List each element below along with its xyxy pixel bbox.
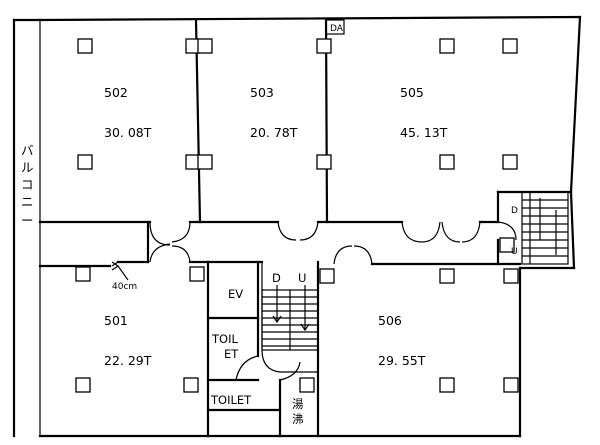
column [439, 268, 455, 284]
outer-walls [38, 15, 582, 438]
toilet-label-line1: TOIL [211, 332, 238, 346]
room-506: 506 29. 55T [378, 313, 426, 368]
column [439, 154, 455, 170]
room-501: 501 22. 29T [104, 313, 152, 368]
balcony-char: ー [21, 213, 34, 228]
column [316, 38, 332, 54]
balcony [12, 18, 42, 438]
room-502: 502 30. 08T [104, 85, 152, 140]
column [499, 237, 515, 253]
balcony-char: コ [21, 177, 34, 192]
toilet-label: TOILET [210, 393, 252, 407]
room-area: 45. 13T [400, 125, 448, 140]
room-area: 29. 55T [378, 353, 426, 368]
balcony-char: ル [21, 160, 34, 175]
balcony-label: バ ル コ ニ ー [21, 143, 34, 228]
toilet-label-line2: ET [224, 347, 239, 361]
interior-walls [38, 17, 573, 438]
column [189, 266, 205, 282]
columns [75, 38, 519, 393]
room-area: 22. 29T [104, 353, 152, 368]
room-503: 503 20. 78T [250, 85, 298, 140]
balcony-char: ニ [21, 194, 34, 209]
column [439, 377, 455, 393]
room-number: 502 [104, 85, 128, 100]
kettle-label-line2: 沸 [292, 412, 304, 426]
room-number: 505 [400, 85, 424, 100]
column [299, 377, 315, 393]
da-box: DA [325, 19, 345, 35]
stair-up-label: U [298, 271, 306, 285]
doors [149, 221, 517, 381]
ev-label: EV [228, 287, 243, 301]
column [439, 38, 455, 54]
room-number: 506 [378, 313, 402, 328]
column [75, 266, 91, 282]
da-label: DA [330, 24, 344, 34]
stair-down-label: D [272, 271, 281, 285]
column [502, 38, 518, 54]
column [197, 38, 213, 54]
room-number: 501 [104, 313, 128, 328]
balcony-char: バ [21, 143, 34, 158]
column [503, 377, 519, 393]
room-number: 503 [250, 85, 274, 100]
column [503, 268, 519, 284]
side-stair [521, 191, 569, 265]
column [319, 268, 335, 284]
room-505: 505 45. 13T [400, 85, 448, 140]
column [197, 154, 213, 170]
side-stair-up-label: U [511, 247, 518, 257]
room-area: 20. 78T [250, 125, 298, 140]
column [316, 154, 332, 170]
kettle-label-line1: 湯 [292, 397, 304, 411]
column [75, 377, 91, 393]
column [183, 377, 199, 393]
dimension-label: 40cm [112, 282, 137, 292]
room-area: 30. 08T [104, 125, 152, 140]
dimension-marker: 40cm [111, 261, 137, 292]
side-stair-down-label: D [511, 206, 518, 216]
staircase [261, 285, 319, 373]
column [502, 154, 518, 170]
column [77, 154, 93, 170]
column [77, 38, 93, 54]
